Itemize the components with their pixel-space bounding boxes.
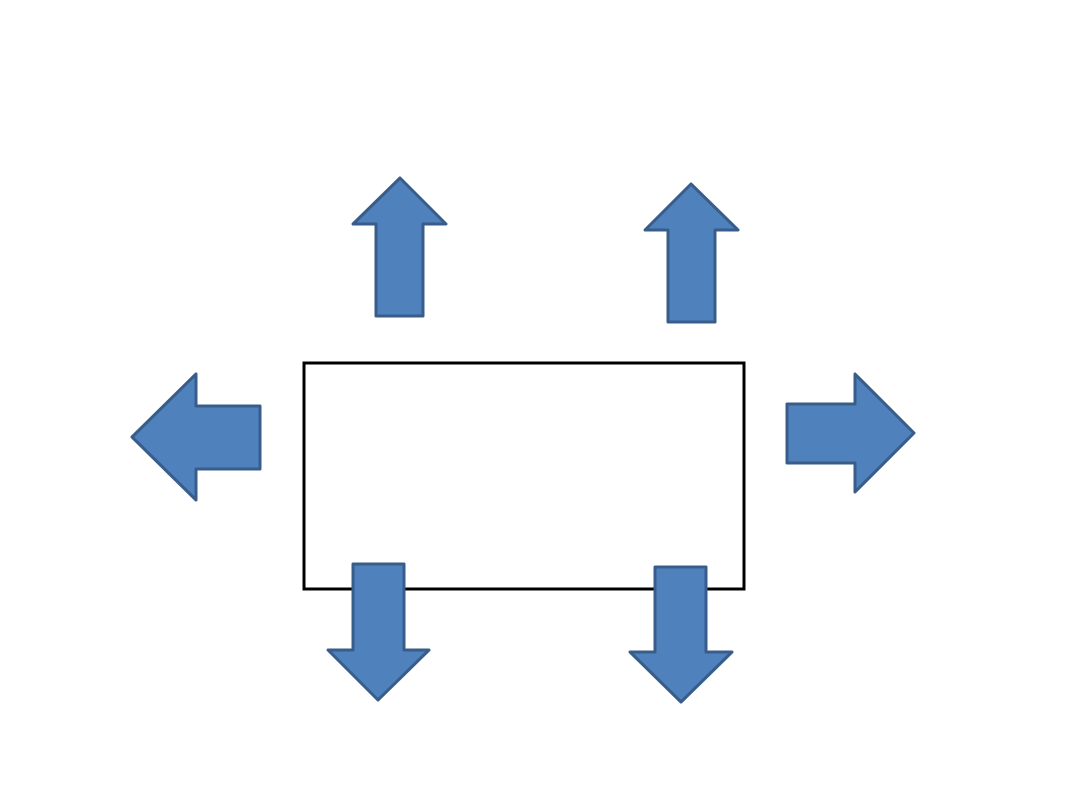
arrow-right-icon	[785, 372, 916, 494]
arrow-up-left-icon	[351, 176, 448, 318]
arrow-up-right-icon	[643, 182, 740, 324]
arrow-down-right-icon	[628, 565, 734, 704]
arrow-down-left-icon	[326, 562, 431, 702]
center-box	[302, 361, 746, 591]
arrow-left-icon	[130, 372, 262, 502]
